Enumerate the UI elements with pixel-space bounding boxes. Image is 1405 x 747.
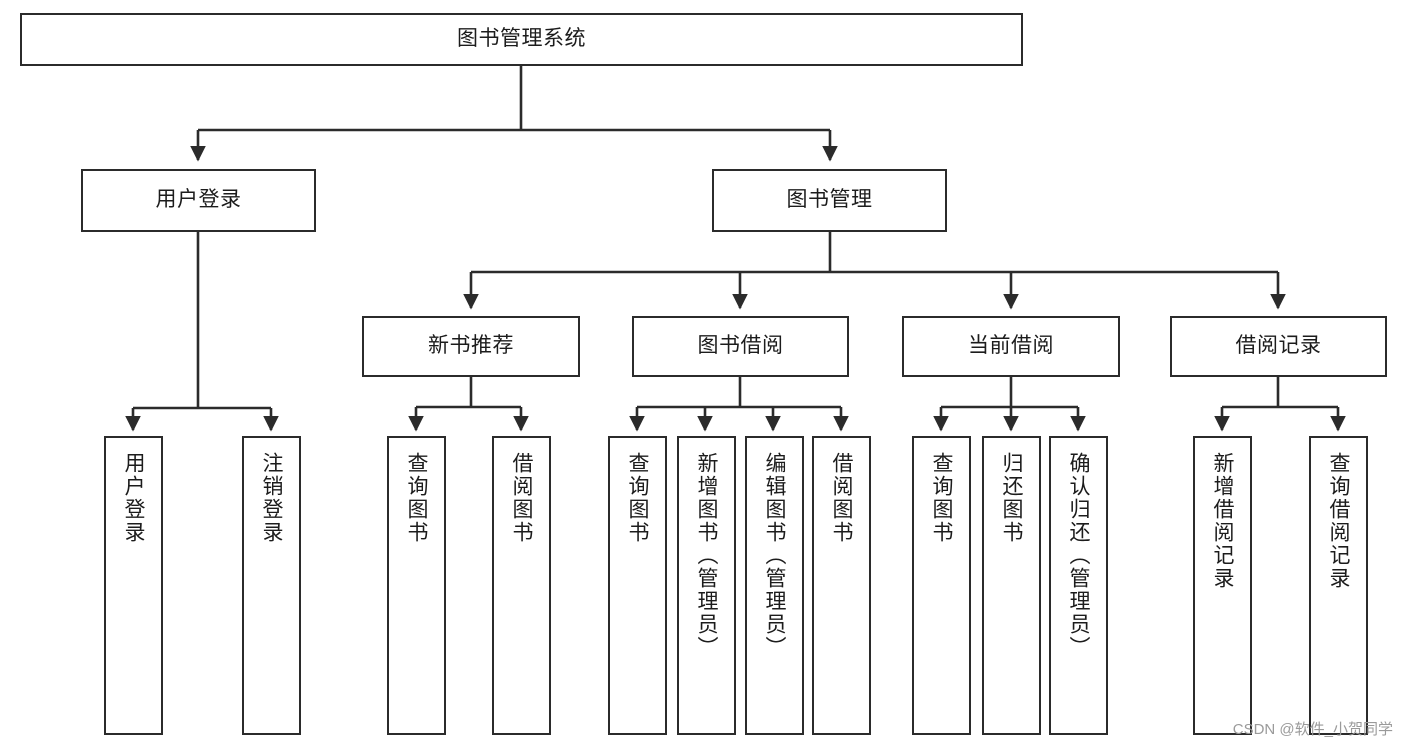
node-current-borrow-label: 当前借阅 (968, 334, 1054, 358)
node-book-borrow[interactable]: 图书借阅 (632, 316, 849, 377)
node-leaf-return-book[interactable]: 归还图书 (982, 436, 1041, 735)
node-leaf-borrow-book-2-label: 借阅图书 (830, 452, 853, 544)
node-leaf-borrow-book-1-label: 借阅图书 (510, 452, 533, 544)
node-leaf-logout-label: 注销登录 (260, 452, 283, 544)
node-new-book-rec[interactable]: 新书推荐 (362, 316, 580, 377)
node-root[interactable]: 图书管理系统 (20, 13, 1023, 66)
node-leaf-query-record-label: 查询借阅记录 (1327, 452, 1350, 590)
node-leaf-logout[interactable]: 注销登录 (242, 436, 301, 735)
node-leaf-query-book-3-label: 查询图书 (930, 452, 953, 544)
node-new-book-rec-label: 新书推荐 (428, 334, 514, 358)
node-leaf-query-book-1[interactable]: 查询图书 (387, 436, 446, 735)
node-root-label: 图书管理系统 (457, 27, 586, 51)
node-leaf-add-record[interactable]: 新增借阅记录 (1193, 436, 1252, 735)
node-leaf-edit-book-label: 编辑图书（管理员） (763, 452, 786, 659)
node-user-login[interactable]: 用户登录 (81, 169, 316, 232)
node-book-manage[interactable]: 图书管理 (712, 169, 947, 232)
node-leaf-add-book[interactable]: 新增图书（管理员） (677, 436, 736, 735)
node-leaf-query-book-1-label: 查询图书 (405, 452, 428, 544)
node-borrow-record[interactable]: 借阅记录 (1170, 316, 1387, 377)
watermark: CSDN @软件_小贺同学 (1232, 721, 1393, 738)
node-leaf-add-book-label: 新增图书（管理员） (695, 452, 718, 659)
node-leaf-user-login[interactable]: 用户登录 (104, 436, 163, 735)
node-leaf-return-book-label: 归还图书 (1000, 452, 1023, 544)
node-leaf-borrow-book-1[interactable]: 借阅图书 (492, 436, 551, 735)
node-leaf-query-book-3[interactable]: 查询图书 (912, 436, 971, 735)
node-current-borrow[interactable]: 当前借阅 (902, 316, 1120, 377)
node-leaf-confirm-return[interactable]: 确认归还（管理员） (1049, 436, 1108, 735)
node-leaf-query-book-2-label: 查询图书 (626, 452, 649, 544)
node-leaf-confirm-return-label: 确认归还（管理员） (1067, 452, 1090, 659)
node-leaf-user-login-label: 用户登录 (122, 452, 145, 544)
node-book-borrow-label: 图书借阅 (697, 334, 784, 358)
node-user-login-label: 用户登录 (155, 188, 242, 212)
node-leaf-borrow-book-2[interactable]: 借阅图书 (812, 436, 871, 735)
node-leaf-query-book-2[interactable]: 查询图书 (608, 436, 667, 735)
node-leaf-query-record[interactable]: 查询借阅记录 (1309, 436, 1368, 735)
node-leaf-edit-book[interactable]: 编辑图书（管理员） (745, 436, 804, 735)
node-leaf-add-record-label: 新增借阅记录 (1211, 452, 1234, 590)
node-book-manage-label: 图书管理 (786, 188, 873, 212)
node-borrow-record-label: 借阅记录 (1235, 334, 1322, 358)
